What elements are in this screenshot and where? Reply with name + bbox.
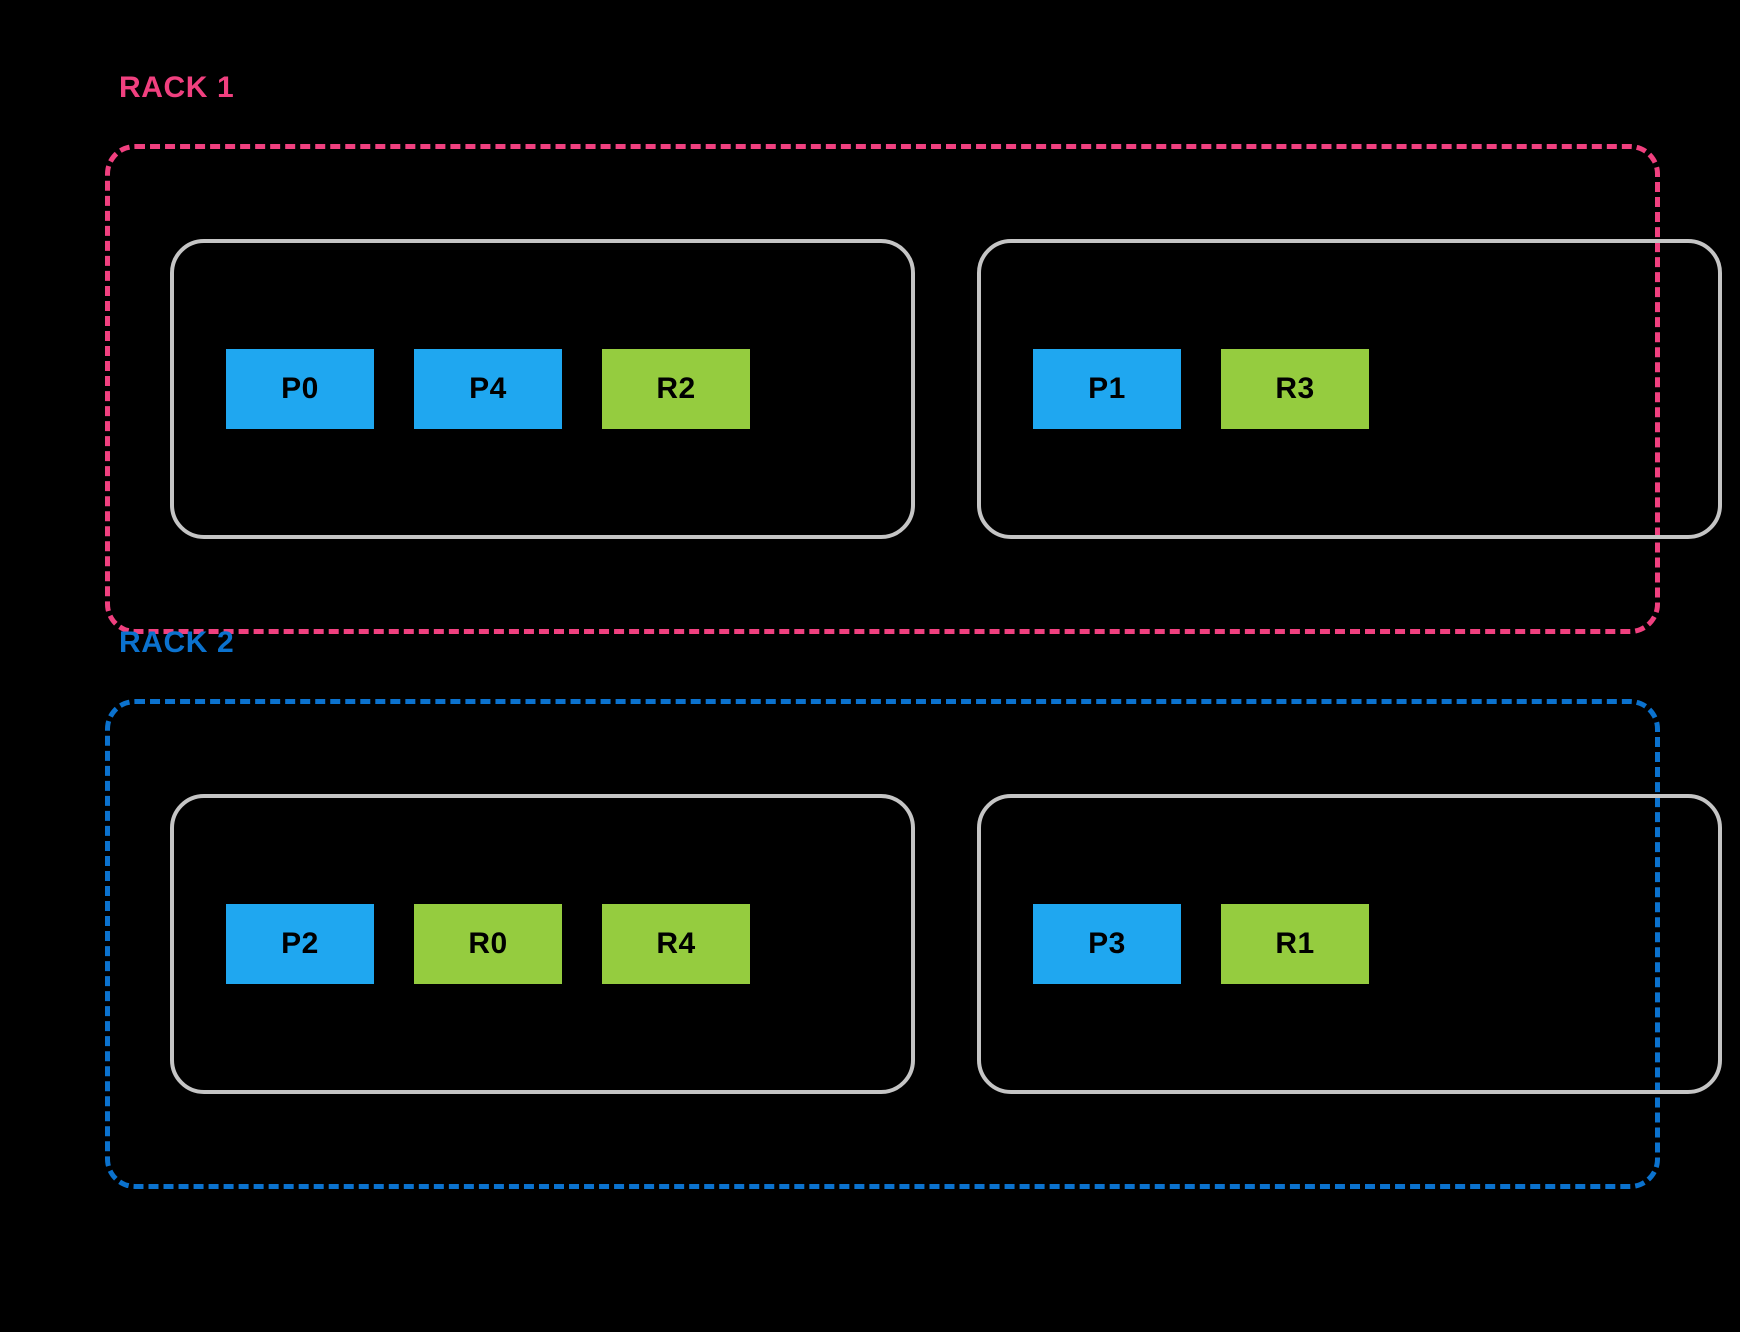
partition-chip-r1: R1	[1221, 904, 1369, 984]
rack-1-node-2: P1 R3	[977, 239, 1722, 539]
partition-chip-r0: R0	[414, 904, 562, 984]
partition-chip-r3: R3	[1221, 349, 1369, 429]
partition-chip-r4: R4	[602, 904, 750, 984]
rack-1-node-1: P0 P4 R2	[170, 239, 915, 539]
rack-group-1: RACK 1 P0 P4 R2 P1 R3	[105, 70, 1722, 634]
rack-1-boundary: P0 P4 R2 P1 R3	[105, 144, 1722, 634]
rack-2-node-1: P2 R0 R4	[170, 794, 915, 1094]
rack-2-node-2: P3 R1	[977, 794, 1722, 1094]
partition-chip-p2: P2	[226, 904, 374, 984]
partition-chip-p0: P0	[226, 349, 374, 429]
partition-chip-p1: P1	[1033, 349, 1181, 429]
rack-1-label: RACK 1	[119, 71, 235, 104]
partition-chip-p3: P3	[1033, 904, 1181, 984]
partition-chip-r2: R2	[602, 349, 750, 429]
rack-2-label: RACK 2	[119, 626, 235, 659]
rack-2-boundary: P2 R0 R4 P3 R1	[105, 699, 1722, 1189]
partition-chip-p4: P4	[414, 349, 562, 429]
rack-group-2: RACK 2 P2 R0 R4 P3 R1	[105, 625, 1722, 1189]
